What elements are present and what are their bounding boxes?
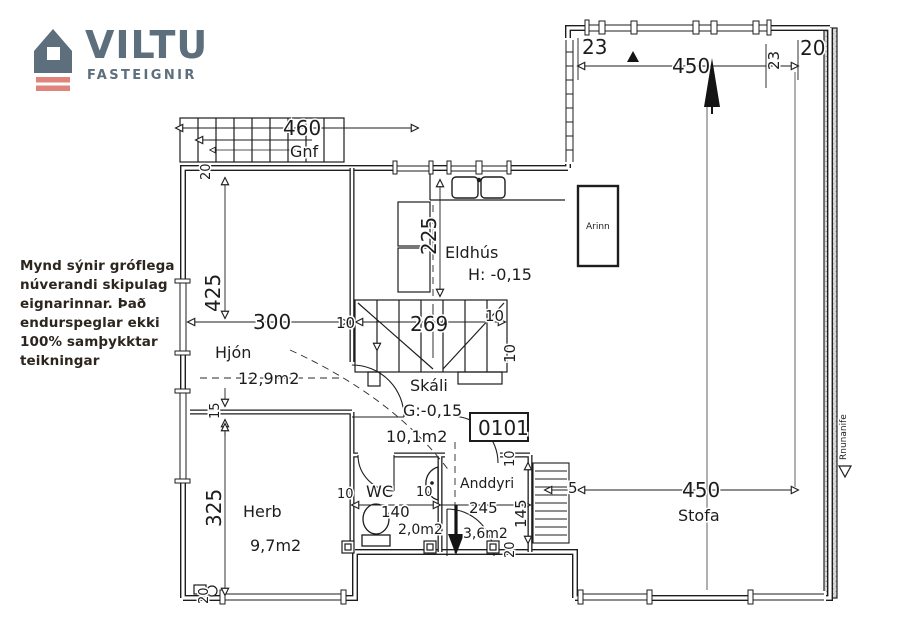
room-label-gnf: Gnf [290,142,319,161]
dim-label-269: 269 [410,312,448,336]
room-label-wc: WC [366,482,393,501]
dim-label-10-wc-right: 10 [416,485,433,500]
dim-label-10-c: 10 [501,344,519,363]
dim-label-10-a: 10 [336,314,355,332]
dim-label-5: 5 [568,479,578,497]
room-label-skali: Skáli [410,376,448,395]
dim-label-20-topleft: 20 [199,163,214,180]
unit-label: 0101 [478,416,529,440]
brand-tagline: FASTEIGNIR [87,68,197,84]
unit-label-box: 0101 [469,412,530,442]
room-area-anddyri: 3,6m2 [463,526,508,542]
brand-name: VILTU [85,23,209,67]
dim-label-20-steps: 20 [503,541,518,558]
skali-staircase [354,299,508,387]
disclaimer-line: Mynd sýnir gróflega [20,258,175,274]
fireplace [576,184,620,268]
dim-label-15: 15 [208,402,223,419]
dim-label-300: 300 [253,310,291,334]
brand-text: VILTU FASTEIGNIR [85,23,209,84]
dim-label-23-left: 23 [582,35,607,59]
house-logo-icon [34,29,72,91]
disclaimer-line: endurspeglar ekki [20,315,160,331]
dashed-guides [200,205,456,553]
outer-walls [180,25,833,601]
kitchen-counter [397,174,565,293]
brand-logo: VILTU FASTEIGNIR [34,23,209,93]
room-label-eldhus: Eldhús [445,243,498,262]
dim-label-20-bottomleft: 20 [197,587,212,604]
dim-label-10-b: 10 [485,307,504,325]
room-level-eldhus: H: -0,15 [468,265,532,284]
door-jambs [193,540,500,597]
room-level-skali: G:-0,15 [403,401,462,420]
dim-label-145: 145 [512,499,530,528]
dim-label-325: 325 [202,489,226,527]
side-note-label: Rnunanife [839,414,849,460]
room-label-hjon: Hjón [215,343,251,362]
dimension-labels: 460 23 450 23 20 20 425 300 10 269 10 10… [196,34,827,606]
disclaimer-line: teikningar [20,353,100,369]
dim-label-425: 425 [201,274,225,312]
side-note-arrow-icon [837,465,853,479]
room-area-hjon: 12,9m2 [238,369,299,388]
disclaimer-line: núverandi skipulag [20,277,168,293]
room-area-herb: 9,7m2 [250,536,301,555]
dim-label-20-topright: 20 [800,36,825,60]
room-label-arinn: Arinn [586,222,610,232]
room-label-herb: Herb [243,502,282,521]
dim-label-10-wc-left: 10 [337,487,354,502]
dim-label-225: 225 [417,217,441,255]
thin-guides [706,72,796,590]
entrance-arrow-icon [448,505,464,555]
entry-steps [532,462,570,544]
room-labels: Gnf Eldhús H: -0,15 Hjón 12,9m2 Skáli G:… [214,141,722,557]
dim-label-140: 140 [381,503,410,521]
dim-label-23-right: 23 [765,51,783,70]
dim-label-450-top: 450 [672,54,710,78]
dim-label-450-stofa: 450 [682,478,720,502]
dim-label-gnf-width: 460 [283,116,321,140]
wc-sink [425,466,439,501]
disclaimer-text: Mynd sýnir gróflega núverandi skipulag e… [20,257,185,371]
disclaimer-line: 100% samþykktar [20,334,158,350]
windows [174,19,826,605]
room-area-wc: 2,0m2 [398,522,443,538]
north-arrow-icon [627,51,720,114]
gnf-staircase [179,117,345,163]
dimension-lines [176,38,798,595]
room-area-skali: 10,1m2 [386,427,447,446]
dim-label-10-steps: 10 [503,450,518,467]
disclaimer-line: eignarinnar. Það [20,296,147,312]
kitchen-sink [451,176,506,199]
room-label-stofa: Stofa [678,506,720,525]
room-label-anddyri: Anddyri [460,476,514,492]
dim-label-245: 245 [469,499,498,517]
side-annotation: Rnunanife [837,412,853,479]
